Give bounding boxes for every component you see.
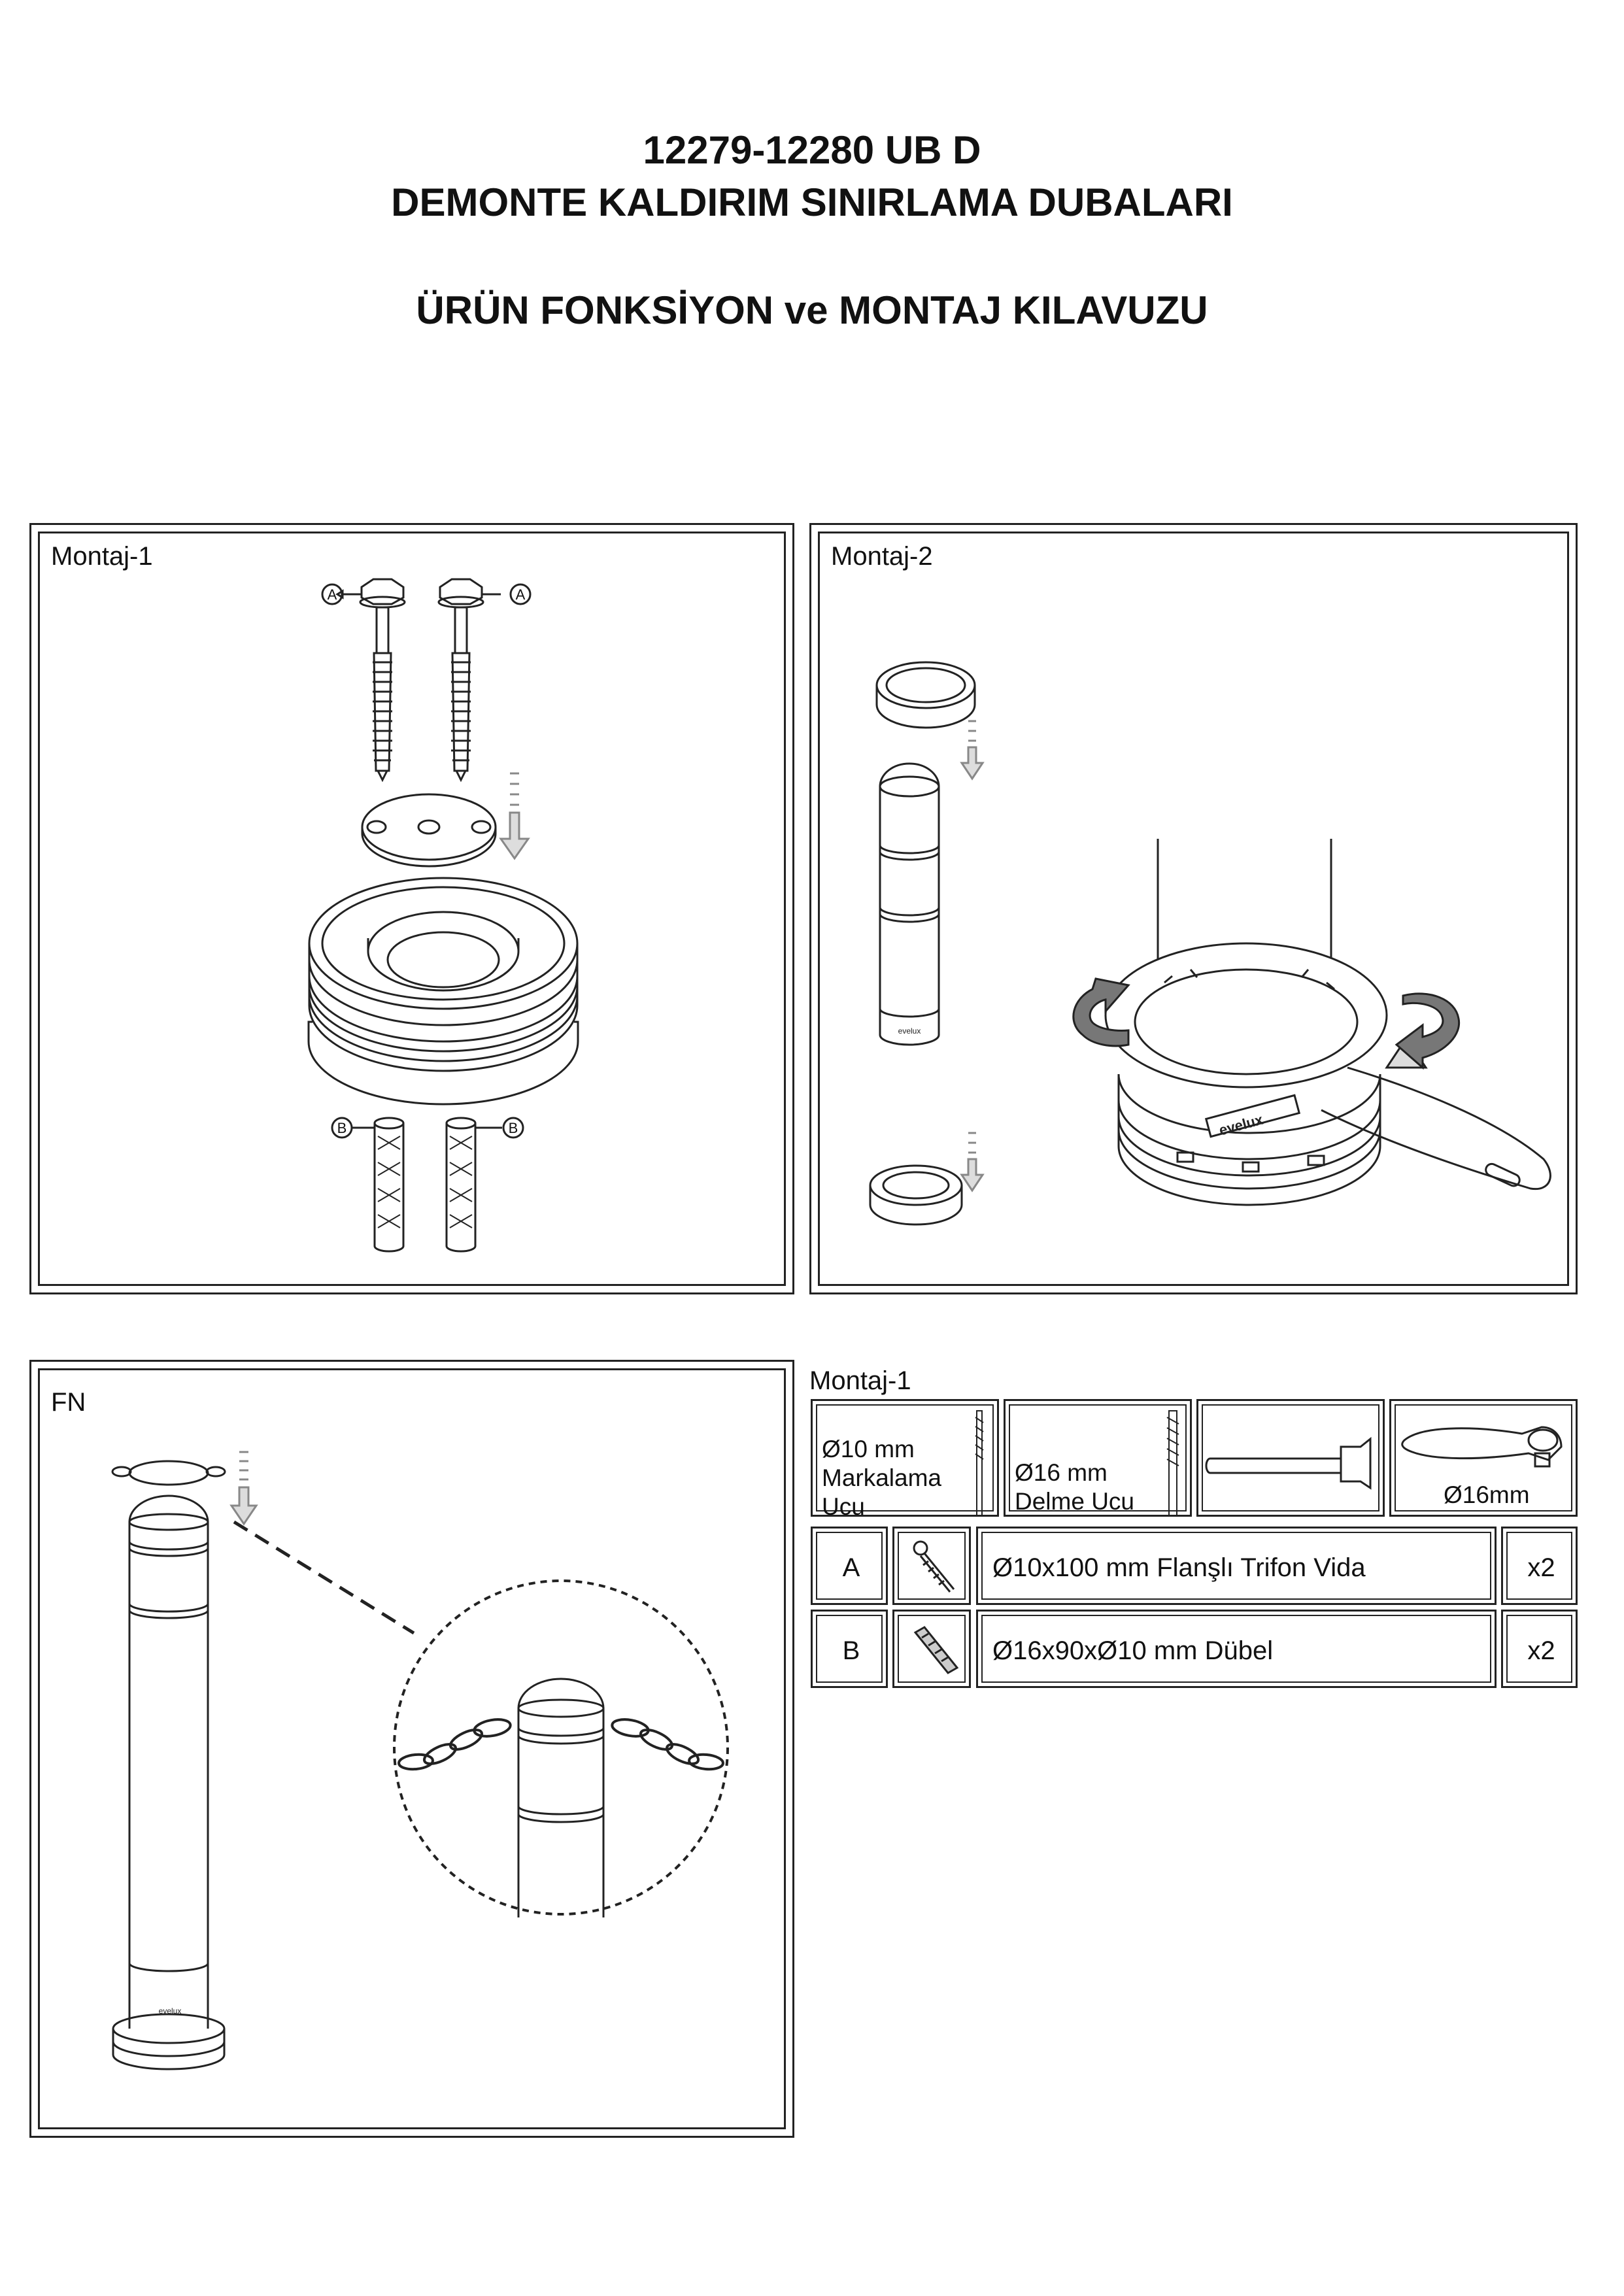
callout-b-right-text: B — [509, 1120, 518, 1136]
parts-row-a-id: A — [811, 1527, 888, 1605]
bollard-assembled — [112, 1494, 226, 2070]
ratchet-wrench-icon — [1401, 1426, 1563, 1468]
panel-label: FN — [51, 1388, 86, 1417]
tool-label-line: Ø16mm — [1444, 1481, 1530, 1508]
parts-row-a-icon — [892, 1527, 971, 1605]
bollard-body — [879, 762, 940, 1046]
callout-a-left-text: A — [328, 586, 337, 603]
detail-bollard-top — [517, 1678, 605, 1917]
rotate-counterclockwise-icon — [1072, 977, 1130, 1047]
marking-drill-bit-icon — [975, 1410, 984, 1515]
tool-label-line: Delme Ucu — [1015, 1488, 1134, 1515]
chain-ring — [128, 1460, 209, 1486]
parts-row-b-id: B — [811, 1610, 888, 1688]
fn-illustration: evelux — [111, 1451, 729, 2070]
base-ring — [307, 877, 579, 1106]
document-code-title: 12279-12280 UB D — [643, 128, 981, 172]
montaj-2-illustration: evelux — [869, 661, 1551, 1226]
panel-label: Montaj-2 — [831, 542, 933, 571]
drill-bit-icon — [1166, 1410, 1179, 1515]
wall-plug-icon — [913, 1626, 959, 1674]
parts-row-a-qty: x2 — [1501, 1527, 1578, 1605]
dowel-right-icon — [445, 1117, 477, 1253]
hammer-icon — [1205, 1436, 1372, 1490]
down-arrow-icon — [229, 1451, 258, 1526]
down-arrow-icon — [960, 720, 985, 781]
callout-b-left — [331, 1117, 353, 1139]
dowel-left-icon — [373, 1117, 405, 1253]
parts-row-b-icon — [892, 1610, 971, 1688]
callout-b-right — [502, 1117, 524, 1139]
part-quantity: x2 — [1527, 1636, 1555, 1665]
callout-a-left — [321, 583, 343, 605]
parts-table-title: Montaj-1 — [809, 1366, 911, 1395]
bollard-brand: evelux — [898, 1026, 921, 1036]
tool-label-line: Markalama — [822, 1464, 941, 1491]
panel-montaj-2: Montaj-2 evelux — [809, 523, 1578, 1294]
down-arrow-icon-2 — [960, 1132, 985, 1192]
tool-cell-hammer — [1196, 1399, 1385, 1517]
tool-cell-drill-bit: Ø16 mm Delme Ucu — [1004, 1399, 1192, 1517]
part-quantity: x2 — [1527, 1553, 1555, 1582]
detail-magnifier — [393, 1579, 729, 1916]
screw-left-icon — [359, 578, 406, 783]
chain-icon — [398, 1718, 724, 1771]
screw-right-icon — [437, 578, 484, 783]
montaj-1-illustration: A A B B — [307, 578, 579, 1253]
callout-a-right-text: A — [516, 586, 526, 603]
part-description: Ø16x90xØ10 mm Dübel — [992, 1636, 1274, 1665]
part-description: Ø10x100 mm Flanşlı Trifon Vida — [992, 1553, 1366, 1582]
parts-row-a-description: Ø10x100 mm Flanşlı Trifon Vida — [976, 1527, 1497, 1605]
tool-label-line: Ø10 mm — [822, 1436, 915, 1462]
rotate-clockwise-icon — [1395, 992, 1461, 1070]
panel-fn: FN evelux — [29, 1360, 794, 2138]
tool-cell-marking-bit: Ø10 mm Markalama Ucu — [811, 1399, 999, 1520]
tool-cell-ratchet: Ø16mm — [1389, 1399, 1578, 1517]
callout-a-right — [509, 583, 532, 605]
bollard-brand: evelux — [159, 2006, 182, 2016]
panel-montaj-1: Montaj-1 — [29, 523, 794, 1294]
tool-label-line: Ø16 mm — [1015, 1459, 1108, 1486]
base-large — [1117, 1073, 1381, 1206]
spanner-wrench-icon — [1104, 942, 1551, 1190]
part-id: A — [842, 1553, 860, 1582]
parts-row-b-description: Ø16x90xØ10 mm Dübel — [976, 1610, 1497, 1688]
panel-label: Montaj-1 — [51, 542, 153, 571]
tool-label-line: Ucu — [822, 1493, 865, 1520]
flange-screw-icon — [913, 1540, 955, 1593]
callout-b-left-text: B — [337, 1120, 347, 1136]
down-arrow-icon — [499, 772, 530, 860]
cover-plate — [361, 793, 497, 861]
parts-row-b-qty: x2 — [1501, 1610, 1578, 1688]
document-guide-title: ÜRÜN FONKSİYON ve MONTAJ KILAVUZU — [416, 288, 1208, 332]
part-id: B — [842, 1636, 860, 1665]
document-product-title: DEMONTE KALDIRIM SINIRLAMA DUBALARI — [391, 180, 1233, 224]
